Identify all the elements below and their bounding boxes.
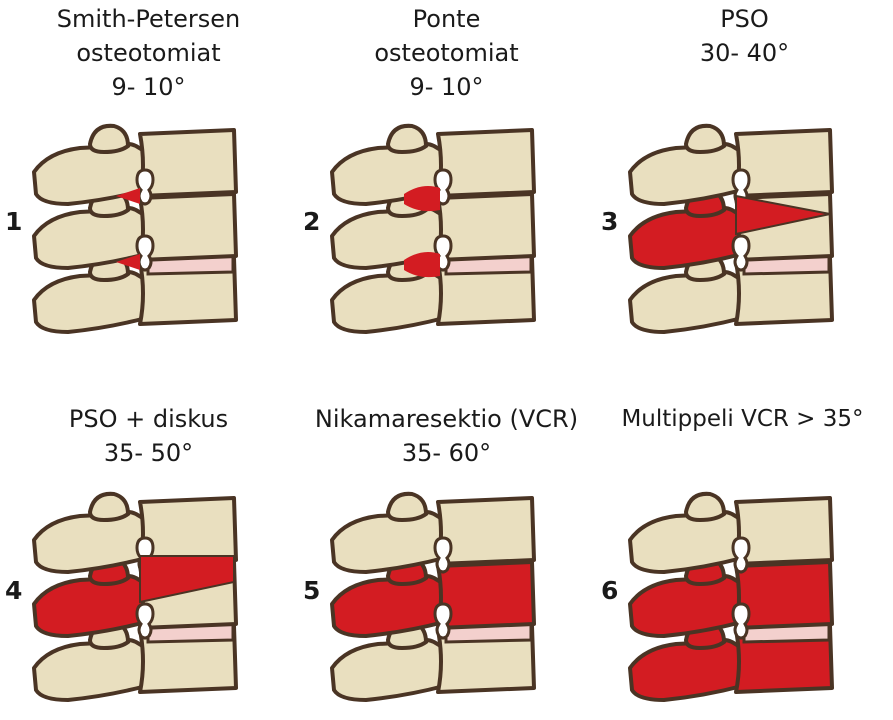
panel-2: Ponte osteotomiat 9- 10° 2 bbox=[298, 0, 595, 353]
caption-line-2: 35- 60° bbox=[298, 436, 595, 470]
caption-line-1: Ponte bbox=[298, 2, 595, 36]
caption-line-1: PSO + diskus bbox=[0, 402, 297, 436]
caption-line-1: Multippeli VCR > 35° bbox=[586, 402, 893, 436]
panel-caption: PSO 30- 40° bbox=[596, 2, 893, 70]
spine-illustration bbox=[28, 118, 240, 348]
panel-5: Nikamaresektio (VCR) 35- 60° 5 bbox=[298, 353, 595, 706]
panel-number: 5 bbox=[303, 576, 320, 605]
caption-line-2: osteotomiat bbox=[0, 36, 297, 70]
panel-caption: Nikamaresektio (VCR) 35- 60° bbox=[298, 402, 595, 470]
panel-number: 4 bbox=[5, 576, 22, 605]
caption-line-2: 30- 40° bbox=[596, 36, 893, 70]
spine-illustration bbox=[326, 118, 538, 348]
caption-line-1: Nikamaresektio (VCR) bbox=[298, 402, 595, 436]
panel-number: 6 bbox=[601, 576, 618, 605]
spine-illustration bbox=[28, 486, 240, 716]
spine-illustration bbox=[624, 118, 836, 348]
panel-caption: Smith-Petersen osteotomiat 9- 10° bbox=[0, 2, 297, 104]
panel-number: 1 bbox=[5, 207, 22, 236]
panel-4: PSO + diskus 35- 50° 4 bbox=[0, 353, 297, 706]
caption-line-1: PSO bbox=[596, 2, 893, 36]
panel-caption: PSO + diskus 35- 50° bbox=[0, 402, 297, 470]
caption-line-2: osteotomiat bbox=[298, 36, 595, 70]
caption-line-3: 9- 10° bbox=[298, 70, 595, 104]
spine-illustration bbox=[624, 486, 836, 716]
panel-number: 2 bbox=[303, 207, 320, 236]
caption-line-3: 9- 10° bbox=[0, 70, 297, 104]
panel-6: Multippeli VCR > 35° 6 bbox=[596, 353, 893, 706]
panel-1: Smith-Petersen osteotomiat 9- 10° 1 bbox=[0, 0, 297, 353]
panel-caption: Ponte osteotomiat 9- 10° bbox=[298, 2, 595, 104]
caption-line-1: Smith-Petersen bbox=[0, 2, 297, 36]
panel-caption: Multippeli VCR > 35° bbox=[586, 402, 893, 436]
panel-3: PSO 30- 40° 3 bbox=[596, 0, 893, 353]
caption-line-2: 35- 50° bbox=[0, 436, 297, 470]
spine-illustration bbox=[326, 486, 538, 716]
panel-number: 3 bbox=[601, 207, 618, 236]
